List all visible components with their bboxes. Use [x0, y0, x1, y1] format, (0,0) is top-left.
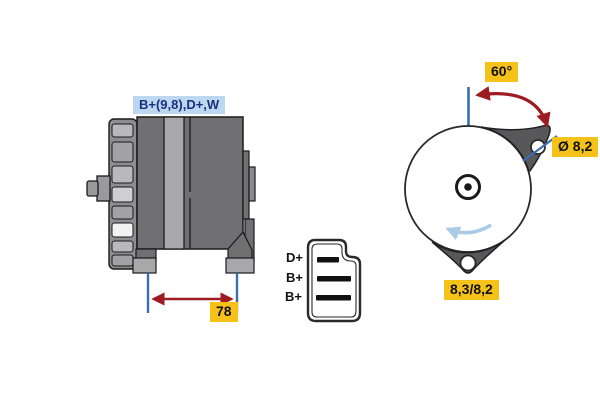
- hole-diameter-label: Ø 8,2: [552, 137, 599, 157]
- width-dimension-label: 78: [210, 302, 238, 322]
- front-view: [404, 86, 558, 274]
- pin-bplus-2: [316, 295, 351, 301]
- pin-label-bplus-1: B+: [286, 270, 303, 285]
- shaft-center-icon: [455, 174, 481, 200]
- rotation-arrow-icon: [445, 223, 492, 241]
- pin-dplus: [317, 257, 339, 263]
- stator-band: [163, 116, 185, 250]
- lug-hole-bottom-icon: [459, 254, 477, 272]
- angle-label: 60°: [485, 62, 519, 82]
- connector-inner-outline: [311, 243, 357, 318]
- lug-hole-top-icon: [530, 139, 546, 155]
- mounting-label: 8,3/8,2: [444, 280, 499, 300]
- pin-bplus-1: [317, 276, 351, 282]
- side-view: [86, 116, 256, 313]
- pin-label-bplus-2: B+: [285, 289, 302, 304]
- mounting-lug-top: [480, 124, 551, 174]
- angle-arrow-icon: [475, 86, 551, 128]
- terminals-label: B+(9,8),D+,W: [133, 96, 226, 115]
- rear-ribs: [111, 123, 134, 267]
- pin-label-dplus: D+: [286, 250, 303, 265]
- connector-view: [306, 238, 362, 323]
- shaft-stub: [86, 175, 111, 202]
